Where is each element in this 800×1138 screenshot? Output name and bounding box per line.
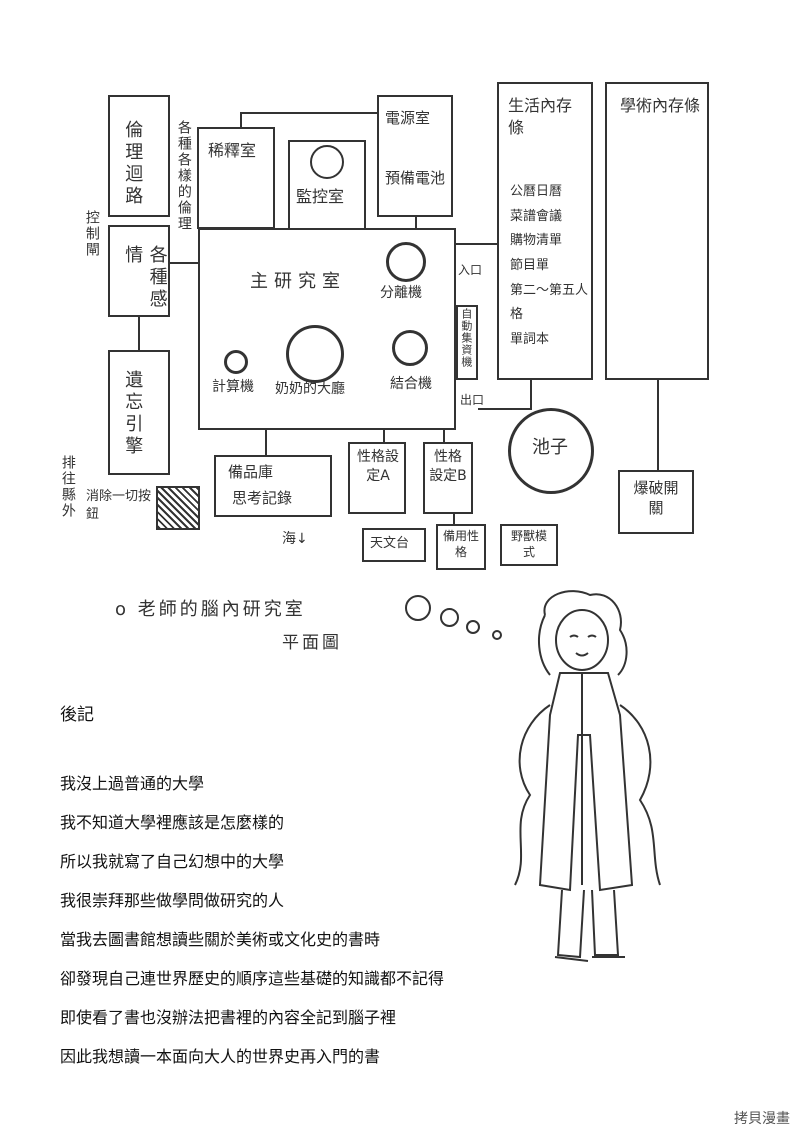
afterword-line: 即使看了書也沒辦法把書裡的內容全記到腦子裡: [60, 1008, 397, 1027]
observatory-label: 天文台: [370, 536, 410, 551]
delete-button-hatch: [156, 486, 200, 530]
combiner-circle: [392, 330, 428, 366]
connector-line: [453, 514, 455, 524]
separator-circle: [386, 242, 426, 282]
academic-list-box: [605, 82, 709, 380]
character-illustration: [514, 590, 661, 962]
life-item: 節目單: [510, 258, 550, 274]
persona-a-label: 性格設定A: [357, 449, 399, 484]
afterword-line: 我不知道大學裡應該是怎麼樣的: [60, 813, 285, 832]
backup-persona-box: [436, 524, 486, 570]
emotions-label: 各種感情: [122, 245, 168, 311]
interpret-room-label: 稀釋室: [208, 141, 257, 160]
life-item: 菜譜會議: [510, 208, 563, 224]
life-item: 單詞本: [510, 332, 550, 348]
connector-line: [415, 217, 417, 229]
afterword-line: 因此我想讀一本面向大人的世界史再入門的書: [60, 1047, 381, 1066]
calculator-label: 計算機: [212, 379, 254, 395]
connector-line: [530, 380, 532, 410]
afterword-line: 所以我就寫了自己幻想中的大學: [60, 852, 285, 871]
connector-line: [240, 112, 242, 128]
connector-line: [657, 380, 659, 470]
combiner-label: 結合機: [390, 376, 432, 392]
observatory-box: [362, 528, 426, 562]
main-lab-label: 主研究室: [250, 271, 346, 292]
auto-sort-label: 自動集資機: [459, 308, 473, 368]
battery-label: 預備電池: [385, 169, 446, 187]
life-item: 第二～第五人格: [510, 282, 589, 323]
exclusion-label: 排往縣外: [59, 455, 76, 519]
caption-subtitle: 平面圖: [282, 633, 342, 653]
backup-persona-label: 備用性格: [442, 529, 479, 560]
instinct-label: 遺忘引擎: [122, 370, 144, 458]
connector-line: [240, 112, 377, 114]
pond-label: 池子: [532, 437, 568, 458]
afterword-line: 我沒上過普通的大學: [60, 774, 205, 793]
monitor-room-label: 監控室: [296, 187, 345, 206]
separator-label: 分離機: [380, 285, 422, 301]
life-item: 公曆日曆: [510, 184, 563, 199]
grandma-hall-label: 奶奶的大廳: [275, 381, 345, 397]
pond-circle: [508, 408, 594, 494]
watermark-text: 拷貝漫畫: [734, 1111, 790, 1127]
ethics-circuit-label: 倫理迴路: [122, 120, 144, 208]
wild-mode-box: [500, 524, 558, 566]
life-item: 購物清單: [510, 233, 563, 249]
persona-b-label: 性格設定B: [429, 449, 467, 484]
grandma-hall-circle: [286, 325, 344, 383]
entrance-label: 入口: [458, 263, 483, 277]
connector-line: [478, 408, 532, 410]
calculator-circle: [224, 350, 248, 374]
ethics-side-label: 各種各樣的倫理: [175, 120, 192, 232]
instinct-box: [108, 350, 170, 475]
auto-sort-box: [456, 305, 478, 380]
storage-box: [214, 455, 332, 517]
persona-a-box: [348, 442, 406, 514]
storage-label: 備品庫: [228, 463, 274, 481]
delete-button-label: 消除一切按鈕: [86, 489, 152, 522]
explosion-label: 爆破開關: [633, 479, 679, 518]
life-items-list: 公曆日曆菜譜會議購物清單節目單第二～第五人格單詞本: [510, 180, 590, 353]
explosion-box: [618, 470, 694, 534]
life-list-title: 生活內存條: [508, 96, 573, 137]
power-room-box: [377, 95, 453, 217]
control-room-label: 控制閘: [83, 210, 100, 258]
ethics-circuit-box: [108, 95, 170, 217]
life-list-box: [497, 82, 593, 380]
connector-line: [383, 430, 385, 442]
connector-line: [443, 430, 445, 442]
afterword-heading: 後記: [60, 705, 94, 725]
power-room-label: 電源室: [385, 109, 431, 127]
afterword-line: 我很崇拜那些做學問做研究的人: [60, 891, 285, 910]
connector-line: [170, 262, 198, 264]
sea-label: 海↓: [282, 531, 308, 547]
connector-line: [455, 243, 497, 245]
persona-b-box: [423, 442, 473, 514]
main-lab-box: [198, 228, 456, 430]
emotions-box: [108, 225, 170, 317]
academic-list-title: 學術內存條: [620, 96, 701, 115]
connector-line: [138, 317, 140, 351]
afterword-line: 卻發現自己連世界歷史的順序這些基礎的知識都不記得: [60, 969, 445, 988]
afterword-line: 當我去圖書館想讀些關於美術或文化史的書時: [60, 930, 381, 949]
monitor-face-icon: [310, 145, 344, 179]
caption-title: o 老師的腦內研究室: [115, 599, 306, 620]
memory-label: 思考記錄: [232, 489, 293, 507]
wild-mode-label: 野獸模式: [510, 529, 547, 560]
exit-label: 出口: [460, 393, 485, 407]
connector-line: [265, 430, 267, 455]
